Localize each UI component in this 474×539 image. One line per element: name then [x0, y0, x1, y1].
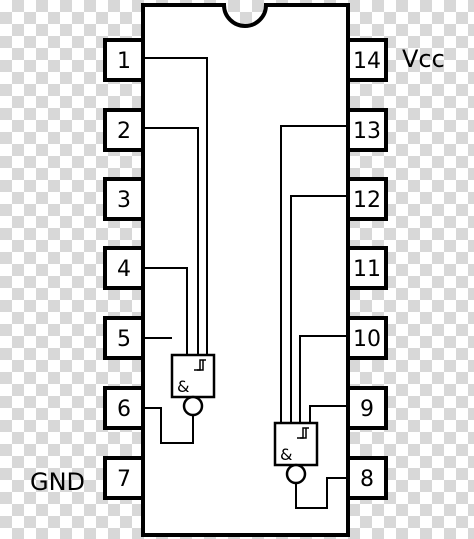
left-pin-6: 6: [103, 386, 145, 430]
left-pin-3: 3: [103, 177, 145, 221]
gnd-label: GND: [30, 468, 85, 496]
right-pin-11-label: 11: [353, 257, 381, 282]
right-pin-9: 9: [346, 386, 388, 430]
right-pin-10-label: 10: [353, 327, 381, 352]
left-pin-5-label: 5: [117, 327, 131, 352]
right-pin-14: 14: [346, 38, 388, 82]
left-pin-2: 2: [103, 108, 145, 152]
left-inverter-bubble: [182, 395, 204, 417]
left-pin-6-label: 6: [117, 397, 131, 422]
left-pin-1: 1: [103, 38, 145, 82]
right-pin-12-label: 12: [353, 188, 381, 213]
left-nand-gate: &: [170, 353, 216, 417]
left-pin-5: 5: [103, 316, 145, 360]
left-pin-3-label: 3: [117, 188, 131, 213]
right-nand-gate: &: [273, 421, 319, 485]
left-pin-1-label: 1: [117, 49, 131, 74]
right-pin-11: 11: [346, 246, 388, 290]
right-pin-8-label: 8: [360, 467, 374, 492]
right-pin-10: 10: [346, 316, 388, 360]
left-pin-7-label: 7: [117, 467, 131, 492]
right-pin-8: 8: [346, 456, 388, 500]
right-inverter-bubble: [285, 463, 307, 485]
left-pin-7: 7: [103, 456, 145, 500]
right-pin-13: 13: [346, 108, 388, 152]
right-gate-symbol: &: [280, 445, 292, 464]
right-pin-13-label: 13: [353, 119, 381, 144]
left-gate-wiring: [145, 57, 208, 444]
left-pin-4: 4: [103, 246, 145, 290]
left-gate-symbol: &: [177, 377, 189, 396]
right-pin-14-label: 14: [353, 49, 381, 74]
left-pin-4-label: 4: [117, 257, 131, 282]
left-pin-2-label: 2: [117, 119, 131, 144]
right-pin-9-label: 9: [360, 397, 374, 422]
right-gate-wiring: [280, 125, 346, 509]
right-pin-12: 12: [346, 177, 388, 221]
vcc-label: Vcc: [402, 45, 445, 73]
